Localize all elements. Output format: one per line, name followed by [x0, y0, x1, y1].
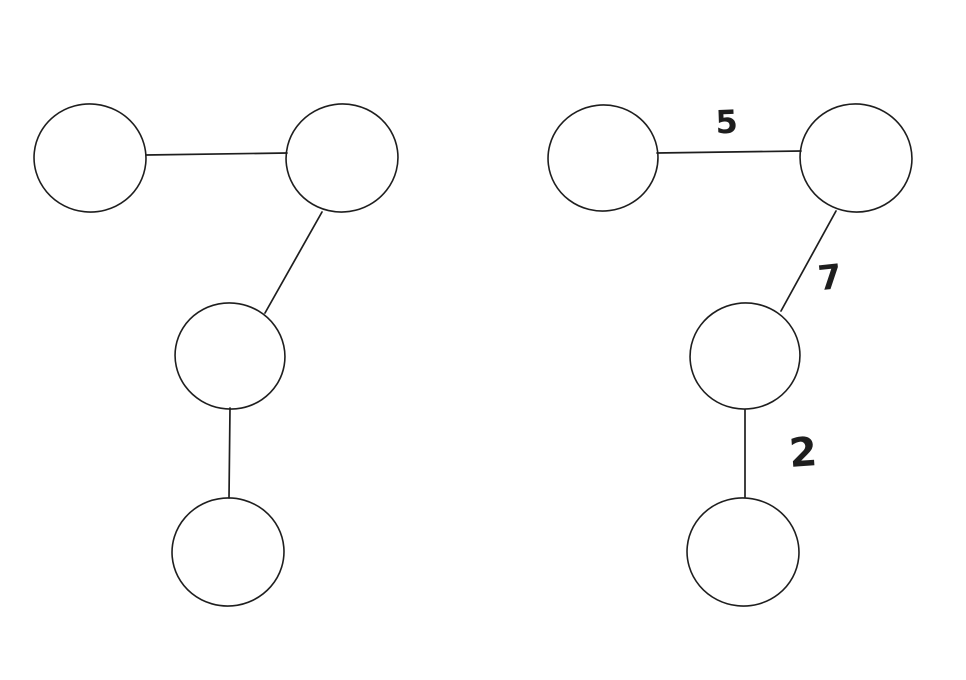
edge-weight-label: 5 — [715, 103, 739, 142]
graph-edge — [656, 150, 802, 154]
right-graph-weighted: 5 7 2 — [547, 103, 913, 607]
graph-node — [547, 104, 659, 212]
edge-weight-label: 2 — [788, 429, 819, 477]
graph-node — [686, 497, 800, 607]
edge-weight-label: 7 — [816, 257, 844, 299]
graph-edge — [780, 210, 837, 312]
graph-edge — [228, 407, 231, 499]
graph-node — [285, 103, 399, 213]
graph-node — [174, 302, 286, 410]
left-graph-unweighted — [33, 103, 399, 607]
graph-node — [689, 302, 801, 410]
graph-node — [799, 103, 913, 213]
graph-edge — [145, 152, 288, 156]
graph-edge — [264, 211, 323, 314]
graph-node — [33, 103, 147, 213]
graph-node — [171, 497, 285, 607]
